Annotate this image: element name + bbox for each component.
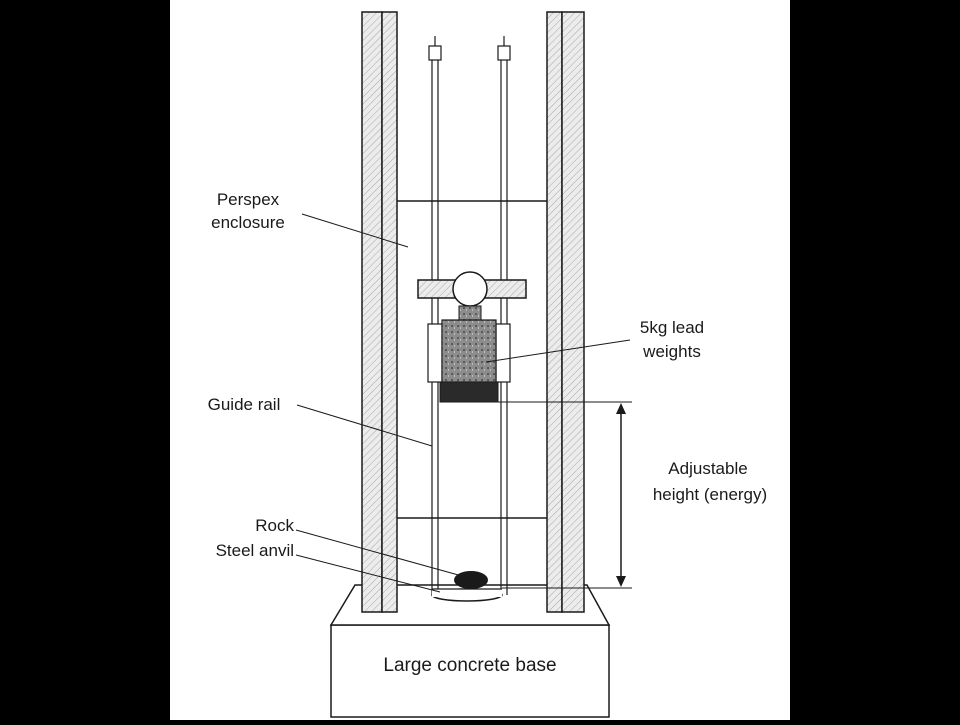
steel-anvil-body [432, 589, 502, 597]
concrete-base [330, 624, 610, 718]
neck [458, 305, 482, 321]
label-steel-anvil: Steel anvil [216, 541, 294, 560]
sleeve-right [495, 323, 511, 383]
weight-foot [439, 381, 499, 403]
label-adjustable-2: height (energy) [653, 485, 767, 504]
drop-weight-assembly [417, 271, 527, 403]
lead-weights [441, 319, 497, 383]
label-adjustable-1: Adjustable [668, 459, 747, 478]
lifting-knob [452, 271, 488, 307]
base-top-block [329, 584, 611, 626]
label-guide-rail: Guide rail [208, 395, 281, 414]
perspex-post-right [546, 11, 563, 613]
sleeve-left [427, 323, 443, 383]
label-lead-2: weights [642, 342, 701, 361]
perspex-post-left [361, 11, 383, 613]
rock-sample [454, 571, 488, 589]
leader-perspex [301, 213, 409, 248]
perspex-post-left-inner [381, 11, 398, 613]
leader-rock [295, 529, 463, 577]
label-perspex-1: Perspex [217, 190, 280, 209]
label-perspex-2: enclosure [211, 213, 285, 232]
leader-guide-rail [296, 404, 433, 447]
height-dimension [498, 401, 632, 589]
perspex-post-right-inner [561, 11, 585, 613]
label-base: Large concrete base [383, 655, 556, 676]
label-lead-1: 5kg lead [640, 318, 704, 337]
label-rock: Rock [255, 516, 294, 535]
leader-lead [485, 339, 631, 363]
leader-anvil [295, 554, 441, 593]
